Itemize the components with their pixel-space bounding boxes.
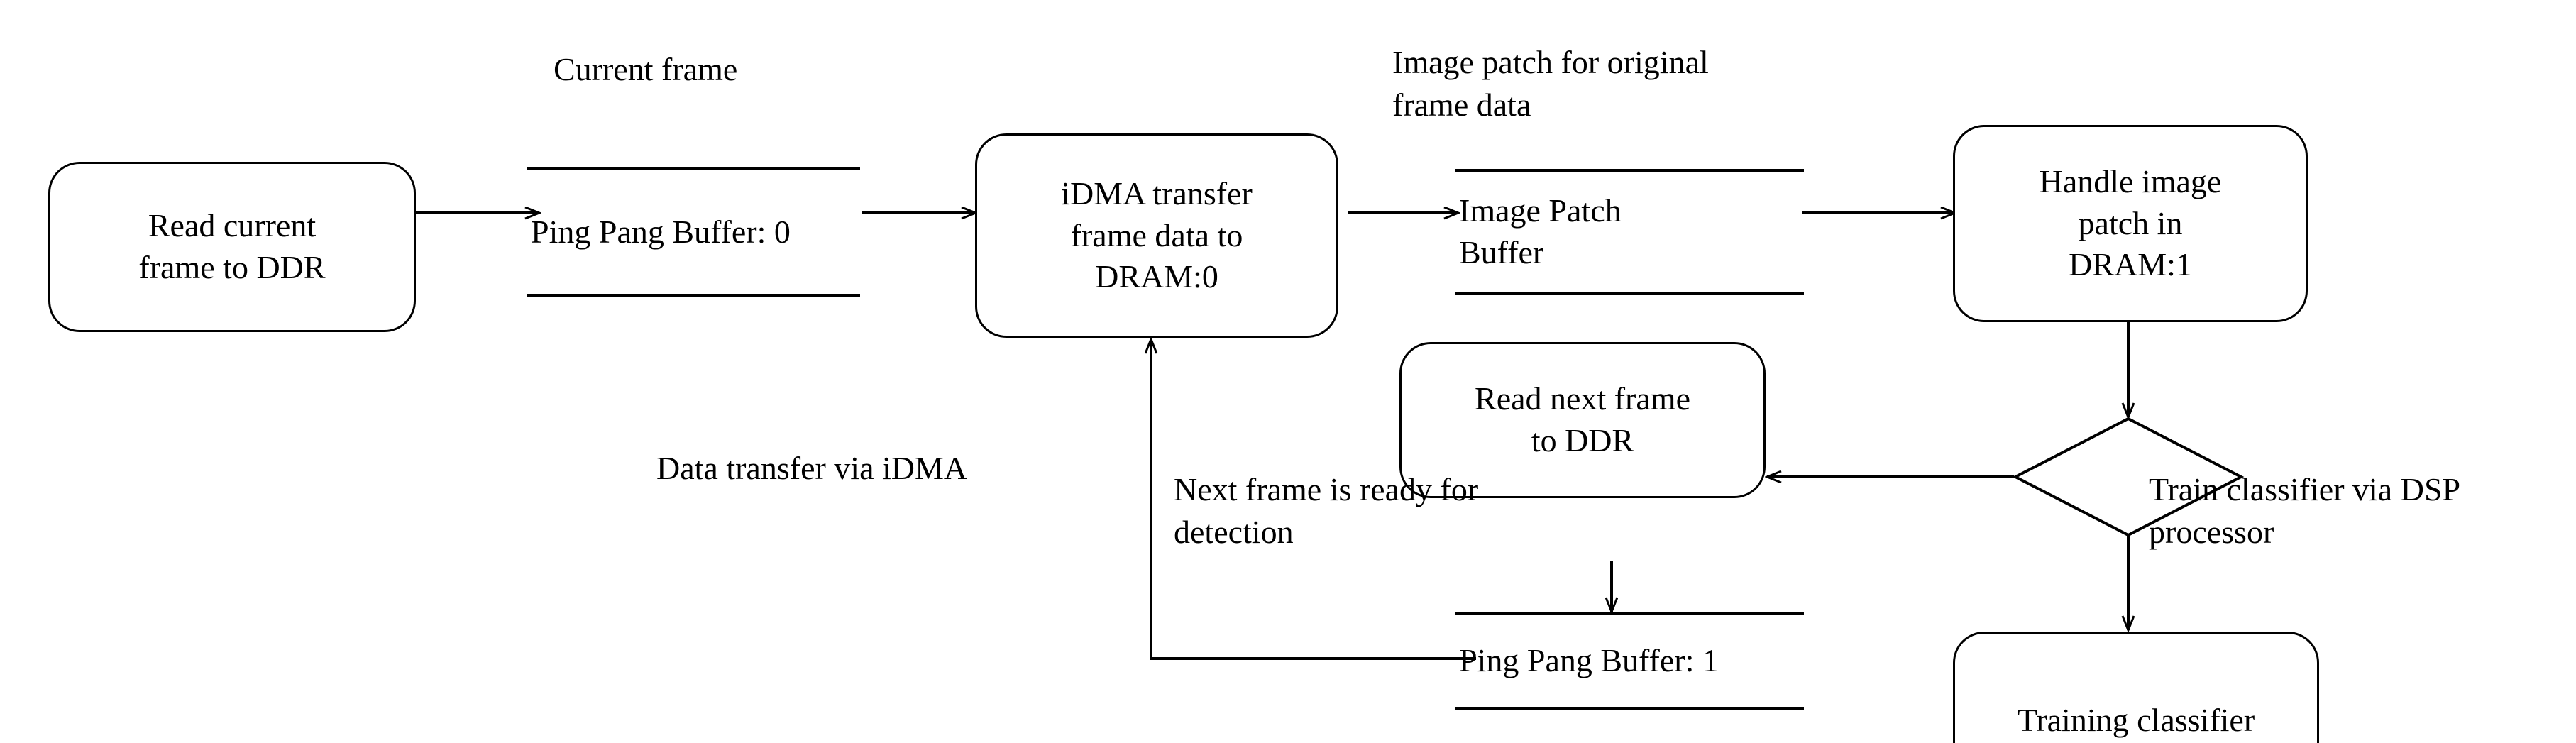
buffer-ping-pang-0[interactable]: Ping Pang Buffer: 0 — [527, 132, 860, 332]
label-next-frame-ready-for-detection: Next frame is ready for detection — [1174, 471, 1479, 550]
label-train-classifier-via-dsp: Train classifier via DSP processor — [2149, 471, 2461, 550]
caption-current-frame: Current frame — [554, 51, 738, 87]
buffer-rule-top — [527, 167, 860, 170]
node-training-classifier[interactable]: Training classifier — [1953, 632, 2319, 743]
node-read-current-frame[interactable]: Read current frame to DDR — [48, 162, 416, 332]
buffer-image-patch[interactable]: Image Patch Buffer — [1455, 133, 1804, 331]
node-read-next-frame[interactable]: Read next frame to DDR — [1399, 342, 1766, 498]
label-data-transfer-via-idma: Data transfer via iDMA — [656, 450, 968, 486]
buffer-rule-top — [1455, 612, 1804, 615]
buffer-rule-bottom — [1455, 707, 1804, 710]
buffer-ping-pang-1[interactable]: Ping Pang Buffer: 1 — [1455, 612, 1804, 710]
edge-buffer1-feedback-to-idma — [1151, 339, 1476, 660]
node-idma-transfer[interactable]: iDMA transfer frame data to DRAM:0 — [975, 133, 1338, 338]
buffer-label-ping-pang-0: Ping Pang Buffer: 0 — [531, 213, 791, 250]
decision-diamond — [2012, 417, 2245, 537]
buffer-label-ping-pang-1: Ping Pang Buffer: 1 — [1459, 642, 1719, 678]
buffer-rule-bottom — [1455, 292, 1804, 295]
node-handle-image-patch[interactable]: Handle image patch in DRAM:1 — [1953, 125, 2308, 322]
caption-image-patch-for-original-frame-data: Image patch for original frame data — [1392, 44, 1709, 123]
buffer-rule-bottom — [527, 294, 860, 297]
buffer-label-image-patch: Image Patch Buffer — [1459, 192, 1622, 270]
buffer-rule-top — [1455, 169, 1804, 172]
